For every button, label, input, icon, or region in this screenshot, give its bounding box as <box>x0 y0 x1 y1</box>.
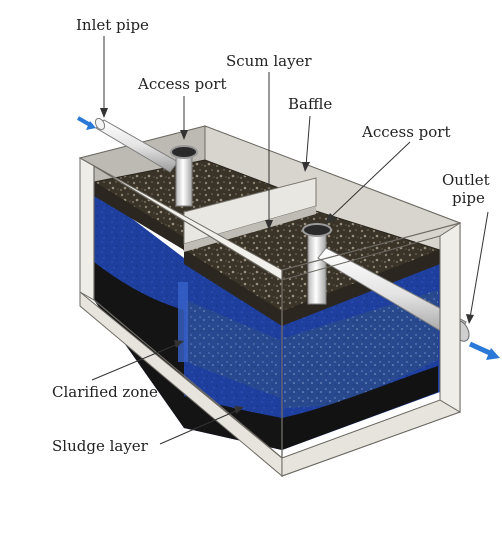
sludge-layer-label: Sludge layer <box>52 437 149 455</box>
inlet-flow-arrow <box>77 116 96 130</box>
inlet-pipe-label: Inlet pipe <box>76 16 149 34</box>
access-port-left-label: Access port <box>137 75 227 93</box>
diagram-labels: Inlet pipe Access port Scum layer Baffle… <box>52 16 490 455</box>
baffle-label: Baffle <box>288 95 332 113</box>
outlet-pipe-label-line2: pipe <box>452 189 485 207</box>
access-port-right-label: Access port <box>361 123 451 141</box>
access-port-right <box>302 223 332 305</box>
scum-layer-label: Scum layer <box>226 52 312 70</box>
access-port-left <box>170 145 198 207</box>
tank-front-walls <box>79 157 462 478</box>
outlet-flow-arrow <box>468 341 500 360</box>
outlet-pipe-label-line1: Outlet <box>442 171 490 189</box>
leader-lines <box>91 36 489 445</box>
clarified-zone <box>186 290 438 408</box>
clarified-zone-label: Clarified zone <box>52 383 158 401</box>
